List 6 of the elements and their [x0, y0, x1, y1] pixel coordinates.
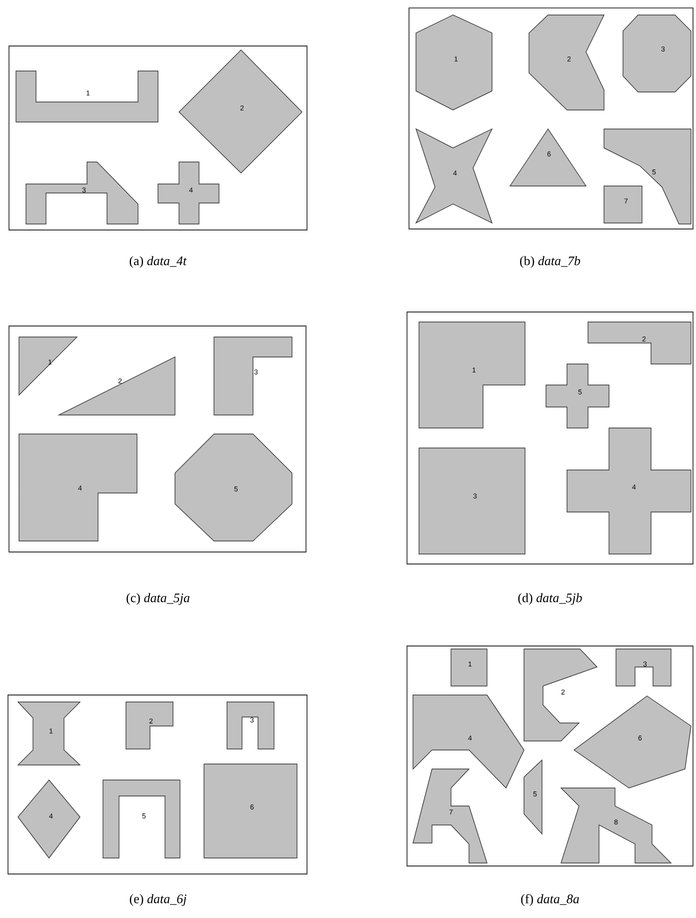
panel-caption: (b) data_7b: [520, 256, 580, 268]
panel-caption: (e) data_6j: [130, 894, 186, 906]
panel-caption: (f) data_8a: [521, 894, 579, 906]
panel-caption: (d) data_5jb: [518, 593, 582, 605]
panel-caption: (a) data_4t: [130, 256, 187, 268]
panel-caption: (c) data_5ja: [126, 593, 190, 605]
